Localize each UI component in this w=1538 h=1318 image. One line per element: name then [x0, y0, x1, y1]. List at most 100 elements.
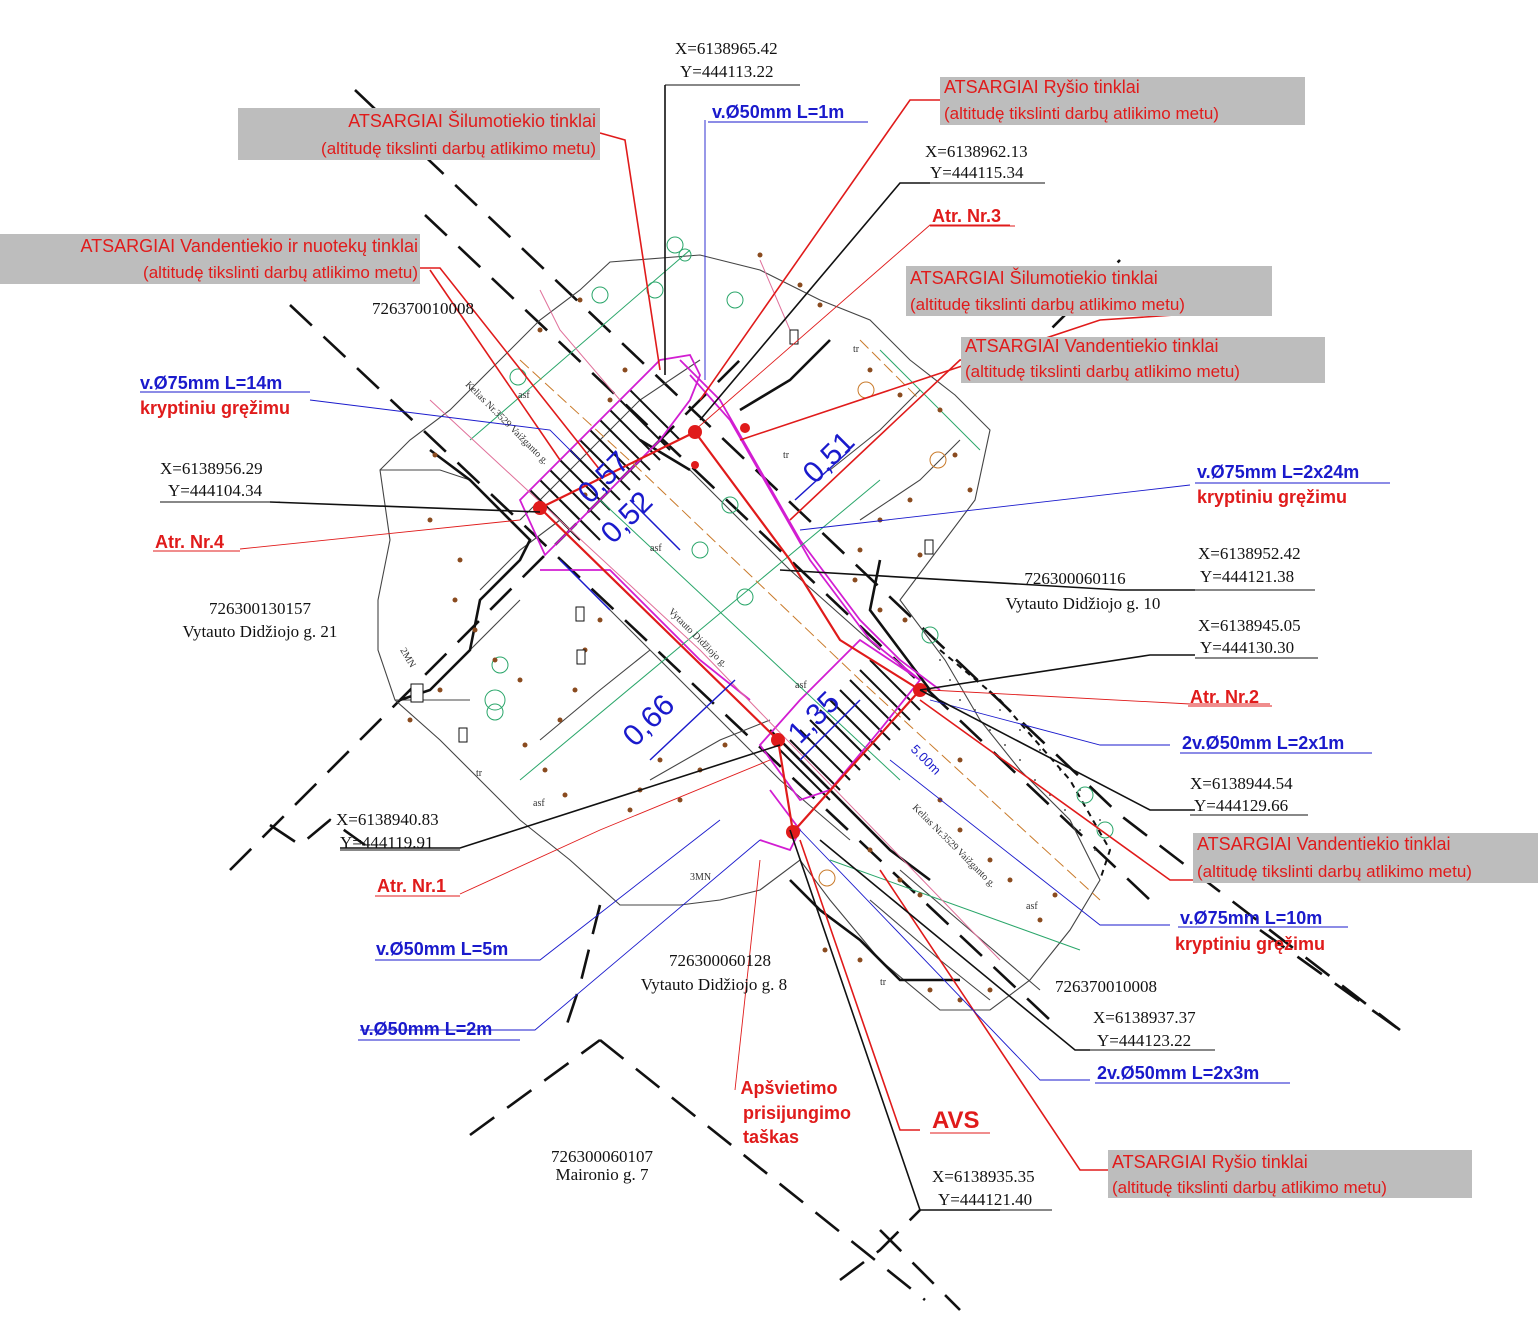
parcel-address: Vytauto Didžiojo g. 8 — [641, 975, 787, 994]
parcel-id: 726370010008 — [372, 299, 474, 318]
warning-heat-1: ATSARGIAI Šilumotiekio tinklai (altitudę… — [238, 108, 600, 160]
pipe-label: v.Ø75mm L=14m — [140, 373, 282, 393]
drilling-method-label: kryptiniu gręžimu — [1197, 487, 1347, 507]
curb-lines — [399, 339, 960, 982]
lighting-line: prisijungimo — [743, 1103, 851, 1123]
coord-y: Y=444129.66 — [1194, 796, 1288, 815]
warning-title: ATSARGIAI Vandentiekio ir nuotekų tinkla… — [81, 236, 419, 256]
coord-y: Y=444115.34 — [930, 163, 1024, 182]
tree-symbols — [484, 236, 1114, 839]
surface-label: asf — [650, 543, 662, 554]
surface-label: asf — [518, 390, 530, 401]
warning-heat-2: ATSARGIAI Šilumotiekio tinklai (altitudę… — [906, 266, 1272, 316]
parcel-id: 726300060116 — [1024, 569, 1125, 588]
pipe-label: v.Ø50mm L=2m — [360, 1019, 492, 1039]
coord-y: Y=444123.22 — [1097, 1031, 1191, 1050]
street-labels: Kelias Nr.3529 Vaižganto g. Vytauto Didž… — [463, 379, 998, 890]
attribute-label: Atr. Nr.4 — [155, 532, 224, 552]
parcel-id: 726370010008 — [1055, 977, 1157, 996]
pink-utility-lines — [429, 259, 1001, 961]
coord-y: Y=444130.30 — [1200, 638, 1294, 657]
pipe-label: v.Ø75mm L=10m — [1180, 908, 1322, 928]
coord-x: X=6138935.35 — [932, 1167, 1035, 1186]
pipe-label: 2v.Ø50mm L=2x3m — [1097, 1063, 1259, 1083]
coord-x: X=6138952.42 — [1198, 544, 1301, 563]
parcel-id: 726300060128 — [669, 951, 771, 970]
attribute-label: Atr. Nr.3 — [932, 206, 1001, 226]
warning-water-sewer: ATSARGIAI Vandentiekio ir nuotekų tinkla… — [0, 234, 420, 284]
distance-label: 5.00m — [908, 742, 944, 778]
surface-label: tr — [853, 344, 860, 355]
pipe-labels: v.Ø50mm L=1m v.Ø75mm L=14m kryptiniu grę… — [140, 102, 1359, 1083]
warning-title: ATSARGIAI Ryšio tinklai — [944, 77, 1140, 97]
design-outline — [518, 354, 941, 852]
hatched-zone-border — [939, 649, 1112, 881]
surface-label: tr — [880, 977, 887, 988]
street-name: Kelias Nr.3529 Vaižganto g. — [910, 802, 998, 890]
surface-label: tr — [783, 450, 790, 461]
surface-label: asf — [795, 680, 807, 691]
dimension-labels: 0,57 0,52 0,51 0,66 1,35 — [572, 425, 862, 753]
coord-x: X=6138945.05 — [1198, 616, 1301, 635]
warning-title: ATSARGIAI Šilumotiekio tinklai — [348, 110, 596, 131]
warning-comm-2: ATSARGIAI Ryšio tinklai (altitudę tiksli… — [1108, 1150, 1472, 1198]
lighting-connection-label: Apšvietimo prisijungimo taškas — [740, 1078, 851, 1147]
parcel-address: Vytauto Didžiojo g. 10 — [1006, 594, 1161, 613]
warning-title: ATSARGIAI Vandentiekio tinklai — [1197, 834, 1450, 854]
parcel-id: 726300060107 — [551, 1147, 654, 1166]
coordinate-labels: X=6138965.42 Y=444113.22 X=6138962.13 Y=… — [160, 39, 1301, 1209]
dimension-value: 0,51 — [797, 425, 862, 490]
warning-title: ATSARGIAI Ryšio tinklai — [1112, 1152, 1308, 1172]
parcel-labels: 726370010008 726300130157 Vytauto Didžio… — [183, 299, 1161, 1184]
warning-note: (altitudę tikslinti darbų atlikimo metu) — [910, 295, 1185, 314]
lighting-line: Apšvietimo — [740, 1078, 837, 1098]
coord-x: X=6138944.54 — [1190, 774, 1293, 793]
dimension-lines — [559, 449, 861, 761]
hatched-zone — [939, 659, 1101, 851]
lighting-line: taškas — [743, 1127, 799, 1147]
warning-title: ATSARGIAI Vandentiekio tinklai — [965, 336, 1218, 356]
warning-note: (altitudę tikslinti darbų atlikimo metu) — [1197, 862, 1472, 881]
dimension-value: 0,66 — [617, 688, 682, 753]
warning-title: ATSARGIAI Šilumotiekio tinklai — [910, 267, 1158, 288]
crosswalk-south — [779, 659, 921, 801]
coord-x: X=6138962.13 — [925, 142, 1028, 161]
coord-y: Y=444113.22 — [680, 62, 773, 81]
coord-x: X=6138940.83 — [336, 810, 439, 829]
coord-y: Y=444119.91 — [340, 833, 433, 852]
warning-water-1: ATSARGIAI Vandentiekio tinklai (altitudę… — [961, 336, 1325, 383]
parcel-address: Maironio g. 7 — [555, 1165, 649, 1184]
surface-label: 2MN — [397, 646, 417, 670]
warning-water-2: ATSARGIAI Vandentiekio tinklai (altitudę… — [1193, 833, 1538, 883]
surface-label: asf — [533, 798, 545, 809]
pipe-label: 2v.Ø50mm L=2x1m — [1182, 733, 1344, 753]
red-utility-lines — [539, 431, 921, 833]
warning-note: (altitudę tikslinti darbų atlikimo metu) — [321, 139, 596, 158]
street-name: Kelias Nr.3529 Vaižganto g. — [463, 379, 551, 467]
leaders-red-thin — [239, 224, 1270, 1091]
attribute-labels: Atr. Nr.3 Atr. Nr.4 Atr. Nr.2 Atr. Nr.1 — [155, 206, 1259, 896]
surface-label: asf — [1026, 901, 1038, 912]
parcel-address: Vytauto Didžiojo g. 21 — [183, 622, 338, 641]
coord-x: X=6138965.42 — [675, 39, 778, 58]
coord-y: Y=444121.40 — [938, 1190, 1032, 1209]
coord-y: Y=444104.34 — [168, 481, 263, 500]
avs-label: AVS — [932, 1107, 980, 1134]
surface-label: tr — [476, 768, 483, 779]
fixtures — [410, 329, 934, 743]
pole-dots — [407, 252, 1058, 1003]
drilling-method-label: kryptiniu gręžimu — [140, 398, 290, 418]
coord-y: Y=444121.38 — [1200, 567, 1294, 586]
attribute-label: Atr. Nr.1 — [377, 876, 446, 896]
warning-note: (altitudę tikslinti darbų atlikimo metu) — [965, 362, 1240, 381]
pipe-label: v.Ø50mm L=1m — [712, 102, 844, 122]
coord-x: X=6138937.37 — [1093, 1008, 1196, 1027]
coord-x: X=6138956.29 — [160, 459, 263, 478]
warning-note: (altitudę tikslinti darbų atlikimo metu) — [143, 263, 418, 282]
pipe-label: v.Ø75mm L=2x24m — [1197, 462, 1359, 482]
orange-utility-lines — [519, 339, 1101, 901]
warning-note: (altitudę tikslinti darbų atlikimo metu) — [944, 104, 1219, 123]
warning-note: (altitudę tikslinti darbų atlikimo metu) — [1112, 1178, 1387, 1197]
parcel-id: 726300130157 — [209, 599, 312, 618]
